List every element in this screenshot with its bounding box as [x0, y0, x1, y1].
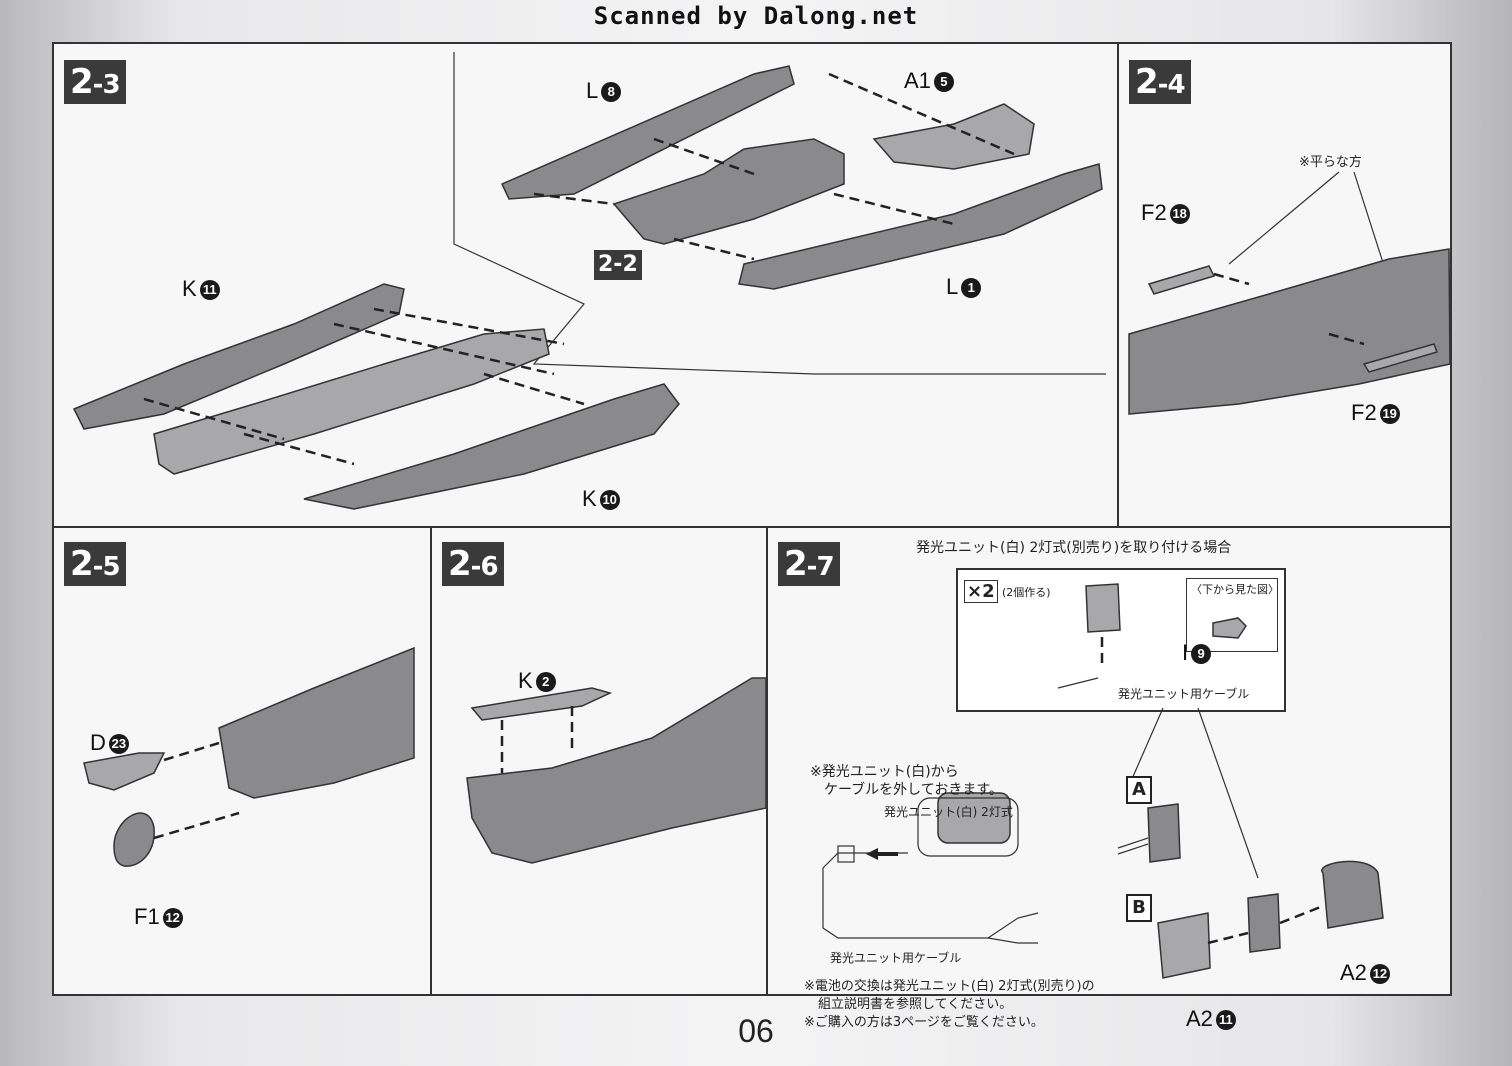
purchase-note: ※ご購入の方は3ページをご覧ください。 — [804, 1015, 1044, 1030]
led-unit-body — [937, 792, 1011, 844]
part-a2-12 — [1321, 860, 1384, 929]
step-2-4-diagram — [1128, 171, 1451, 415]
scan-credit: Scanned by Dalong.net — [593, 2, 919, 30]
part-k11 — [72, 283, 405, 430]
divider-vertical-top — [1117, 44, 1119, 528]
divider-vertical-bottom-1 — [430, 528, 432, 994]
divider-horizontal — [54, 526, 1450, 528]
step-badge-2-7: 2-7 — [778, 542, 840, 586]
cable-label-bottom: 発光ユニット用ケーブル — [830, 951, 962, 965]
step-2-7-panel: 2-7 発光ユニット(白) 2灯式(別売り)を取り付ける場合 ×2 (2個作る)… — [768, 528, 1450, 1031]
unit-label: 発光ユニット(白) 2灯式 — [884, 805, 1013, 819]
divider-vertical-bottom-2 — [766, 528, 768, 994]
step-2-5-diagram — [83, 646, 415, 867]
step-2-7-title: 発光ユニット(白) 2灯式(別売り)を取り付ける場合 — [916, 540, 1232, 556]
part-f2-19 — [1362, 343, 1438, 373]
instruction-frame: 2-3 — [52, 42, 1452, 1031]
part-i9 — [1085, 583, 1121, 633]
cable-label-top: 発光ユニット用ケーブル — [1118, 687, 1250, 701]
step-2-3-panel: 2-3 — [54, 44, 1117, 526]
part-l1 — [738, 163, 1103, 290]
part-k10 — [303, 383, 680, 510]
part-b-assembly — [1247, 893, 1281, 953]
part-a1-5 — [872, 103, 1035, 170]
page-number: 06 — [738, 1013, 774, 1049]
bottom-view-label: 〈下から見た図〉 — [1191, 583, 1279, 596]
step-2-7-diagram — [822, 583, 1384, 979]
part-hull-2-6 — [466, 677, 767, 864]
inset-box: ×2 (2個作る) 〈下から見た図〉 発光ユニット用ケーブル — [956, 568, 1286, 712]
part-frame-2-2 — [612, 138, 845, 245]
part-a-assembly — [1147, 803, 1181, 863]
make-two-note: (2個作る) — [1002, 586, 1051, 599]
step-badge-2-4: 2-4 — [1129, 60, 1191, 104]
part-hull-2-5 — [218, 646, 415, 799]
part-l8 — [500, 65, 795, 200]
remove-note-2: ケーブルを外しておきます。 — [824, 782, 1003, 798]
times-two: ×2 — [964, 580, 998, 603]
step-badge-2-3: 2-3 — [64, 60, 126, 104]
bottom-view-box: 〈下から見た図〉 — [1186, 578, 1279, 652]
step-badge-2-6: 2-6 — [442, 542, 504, 586]
box-label-a: A — [1126, 776, 1152, 804]
part-hull-2-4 — [1128, 248, 1451, 415]
part-f2-18 — [1147, 265, 1216, 295]
part-d23 — [83, 752, 166, 791]
battery-note-1: ※電池の交換は発光ユニット(白) 2灯式(別売り)の — [804, 979, 1095, 994]
step-badge-2-5: 2-5 — [64, 542, 126, 586]
part-k2 — [470, 687, 613, 721]
part-center-frame — [153, 328, 550, 475]
note-flat-side: ※平らな方 — [1299, 155, 1362, 170]
step-2-6-diagram — [466, 677, 767, 864]
box-label-b: B — [1126, 894, 1152, 922]
step-2-3-diagram — [72, 52, 1106, 510]
part-f1-12 — [113, 812, 155, 867]
remove-note-1: ※発光ユニット(白)から — [810, 764, 959, 780]
battery-note-2: 組立説明書を参照してください。 — [818, 997, 1013, 1012]
ref-tag-2-2: 2-2 — [594, 250, 642, 280]
part-a2-11 — [1157, 912, 1211, 979]
